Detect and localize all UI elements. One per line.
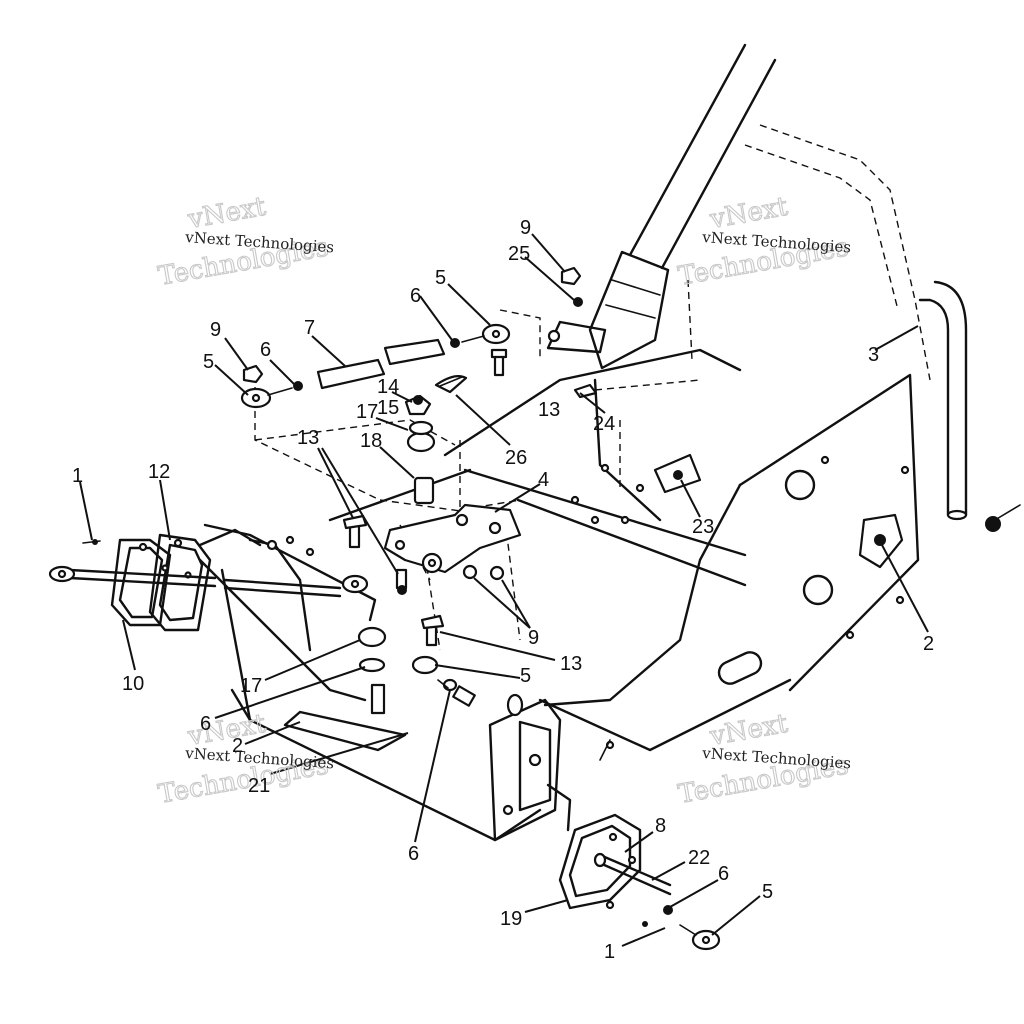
main-frame: [328, 348, 920, 752]
callout-15: 15: [377, 397, 399, 419]
right-pedal-assembly: [546, 739, 672, 910]
callout-6: 6: [200, 713, 211, 735]
right-lower-bracket: [488, 698, 615, 842]
callout-23: 23: [692, 516, 714, 538]
callout-17: 17: [240, 675, 262, 697]
leader-lines: [79, 233, 929, 947]
callout-6: 6: [410, 285, 421, 307]
callout-17: 17: [356, 401, 378, 423]
callout-21: 21: [248, 775, 270, 797]
left-pedal-assembly: [48, 533, 369, 632]
callout-19: 19: [500, 908, 522, 930]
callout-3: 3: [868, 344, 879, 366]
pedal-plate: [283, 710, 407, 752]
callout-8: 8: [655, 815, 666, 837]
callout-4: 4: [538, 469, 549, 491]
body-outline-dashed: [254, 124, 931, 651]
handle-bar: [918, 280, 1021, 532]
callout-26: 26: [505, 447, 527, 469]
callout-18: 18: [360, 430, 382, 452]
pivot-plate: [383, 503, 522, 574]
callout-25: 25: [508, 243, 530, 265]
callout-6: 6: [260, 339, 271, 361]
watermark-top-right: vNext Technologies vNext Technologies: [675, 191, 851, 292]
callout-9: 9: [520, 217, 531, 239]
watermark-top-left: vNext Technologies vNext Technologies: [155, 191, 334, 292]
callout-13: 13: [560, 653, 582, 675]
callout-1: 1: [604, 941, 615, 963]
callout-5: 5: [762, 881, 773, 903]
callout-9: 9: [210, 319, 221, 341]
callout-6: 6: [408, 843, 419, 865]
callout-24: 24: [593, 413, 615, 435]
callout-5: 5: [520, 665, 531, 687]
steering-column: [546, 43, 777, 370]
callout-2: 2: [232, 735, 243, 757]
callout-6: 6: [718, 863, 729, 885]
callout-12: 12: [148, 461, 170, 483]
hardware: [240, 266, 904, 951]
rod: [316, 338, 446, 390]
callout-5: 5: [203, 351, 214, 373]
watermark-bottom-left: vNext Technologies vNext Technologies: [155, 708, 334, 810]
callout-2: 2: [923, 633, 934, 655]
callout-labels: 1 12 10 9 5 6 7 6 5 9 25 14 15 17 18 13 …: [72, 217, 934, 963]
callout-10: 10: [122, 673, 144, 695]
callout-9: 9: [528, 627, 539, 649]
callout-22: 22: [688, 847, 710, 869]
left-bracket: [198, 523, 542, 842]
callout-7: 7: [304, 317, 315, 339]
callout-1: 1: [72, 465, 83, 487]
callout-13: 13: [297, 427, 319, 449]
callout-5: 5: [435, 267, 446, 289]
callout-13: 13: [538, 399, 560, 421]
callout-14: 14: [377, 376, 399, 398]
